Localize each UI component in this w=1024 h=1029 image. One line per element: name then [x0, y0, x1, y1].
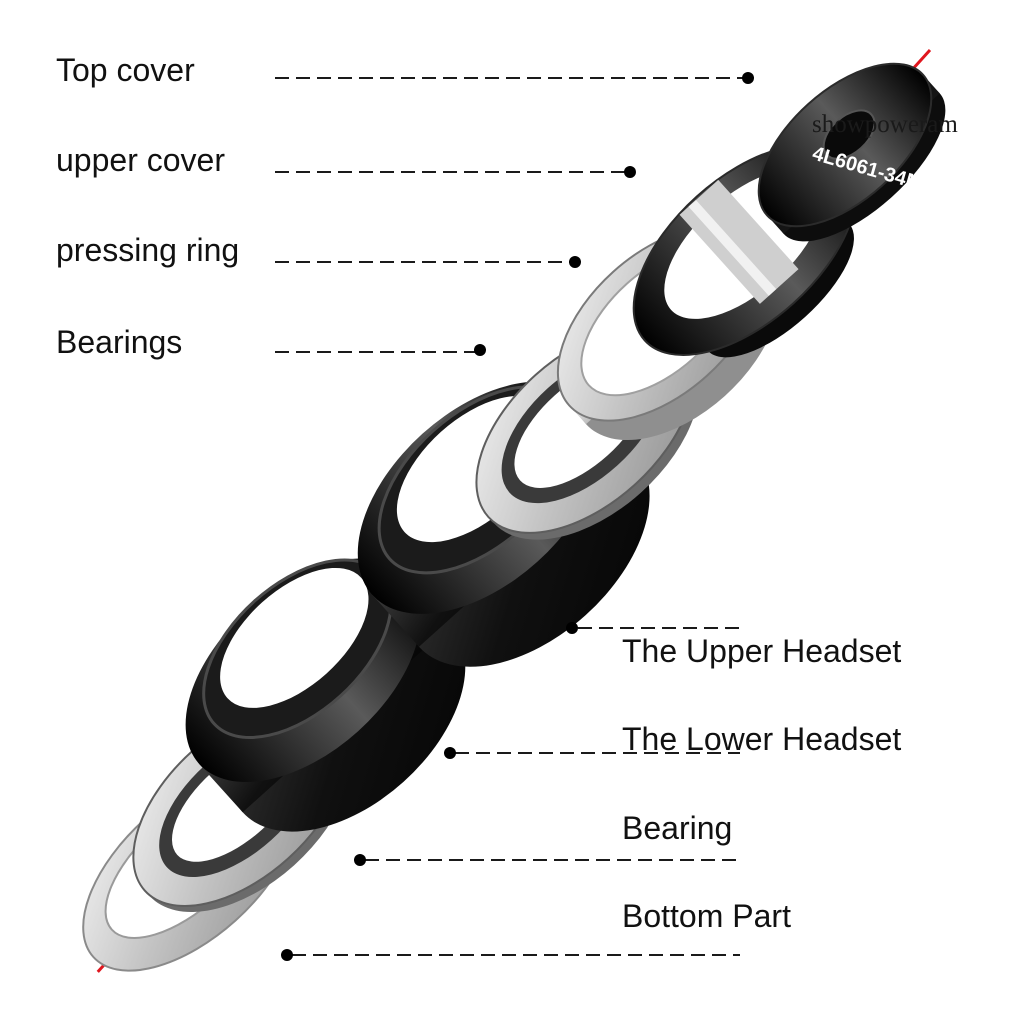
leader-dot-top-cover [742, 72, 754, 84]
lower-headset-shape [185, 558, 466, 832]
label-upper-cover: upper cover [56, 142, 225, 178]
leader-dot-pressing-ring [569, 256, 581, 268]
leader-dot-bottom-part [281, 949, 293, 961]
label-pressing-ring: pressing ring [56, 232, 240, 268]
label-top-cover: Top cover [56, 52, 195, 88]
label-bearing: Bearing [622, 810, 733, 846]
leader-dot-bearings [474, 344, 486, 356]
leader-dot-lower-headset [444, 747, 456, 759]
label-upper-headset: The Upper Headset [622, 633, 902, 669]
leader-dot-upper-cover [624, 166, 636, 178]
label-lower-headset: The Lower Headset [622, 721, 902, 757]
label-bottom-part: Bottom Part [622, 898, 791, 934]
label-bearings: Bearings [56, 324, 183, 360]
watermark: showpoweram [812, 111, 958, 138]
leader-dot-bearing [354, 854, 366, 866]
leader-dot-upper-headset [566, 622, 578, 634]
